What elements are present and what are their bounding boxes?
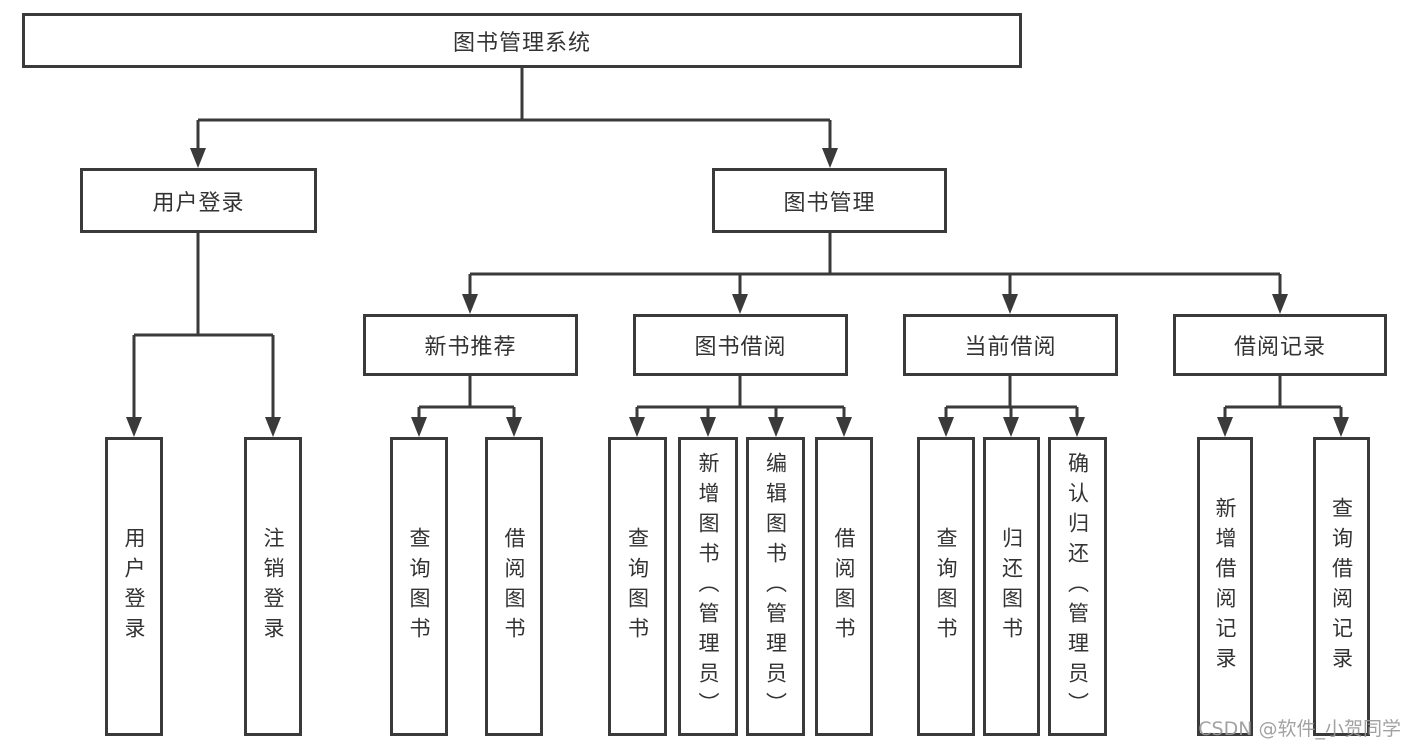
node-label: 新书推荐 [424, 335, 517, 360]
node-current-borrowing: 当前借阅 [903, 314, 1118, 376]
node-label: 借阅图书 [832, 526, 856, 647]
watermark: CSDN @软件_小贺同学 [1198, 718, 1401, 740]
node-query-borrow-record: 查询借阅记录 [1313, 437, 1370, 736]
node-borrow-books-borrowing: 借阅图书 [815, 437, 873, 736]
connector-path [132, 68, 1343, 421]
node-new-book-recommend: 新书推荐 [363, 314, 578, 376]
node-label: 图书管理系统 [452, 30, 591, 56]
node-query-books-borrowing: 查询图书 [608, 437, 667, 736]
node-user-login-action: 用户登录 [105, 437, 163, 736]
node-book-borrowing: 图书借阅 [633, 314, 848, 376]
node-label: 图书管理 [783, 190, 876, 216]
node-label: 新增图书（管理员） [696, 451, 720, 722]
node-label: 借阅记录 [1233, 335, 1326, 360]
node-query-books-current: 查询图书 [917, 437, 975, 736]
node-add-book-admin: 新增图书（管理员） [678, 437, 738, 736]
node-label: 借阅图书 [502, 526, 526, 647]
node-label: 确认归还（管理员） [1065, 451, 1090, 722]
node-edit-book-admin: 编辑图书（管理员） [746, 437, 805, 736]
node-label: 编辑图书（管理员） [763, 451, 788, 722]
node-label: 查询借阅记录 [1329, 496, 1354, 677]
node-label: 图书借阅 [694, 335, 787, 360]
node-label: 注销登录 [261, 526, 285, 647]
node-label: 查询图书 [934, 526, 958, 647]
node-book-management: 图书管理 [712, 168, 947, 233]
node-label: 归还图书 [999, 526, 1024, 647]
node-label: 新增借阅记录 [1213, 496, 1237, 677]
node-label: 查询图书 [625, 526, 650, 647]
node-return-books: 归还图书 [983, 437, 1040, 736]
node-label: 用户登录 [152, 190, 245, 216]
node-add-borrow-record: 新增借阅记录 [1197, 437, 1253, 736]
node-logout: 注销登录 [244, 437, 302, 736]
node-user-login: 用户登录 [80, 168, 317, 233]
node-label: 查询图书 [407, 526, 431, 647]
node-confirm-return-admin: 确认归还（管理员） [1048, 437, 1107, 736]
node-label: 当前借阅 [964, 335, 1057, 360]
node-query-books-recommend: 查询图书 [390, 437, 448, 736]
node-borrowing-records: 借阅记录 [1173, 314, 1387, 376]
node-label: 用户登录 [122, 526, 146, 647]
node-borrow-books-recommend: 借阅图书 [485, 437, 543, 736]
node-library-management-system: 图书管理系统 [22, 13, 1022, 68]
